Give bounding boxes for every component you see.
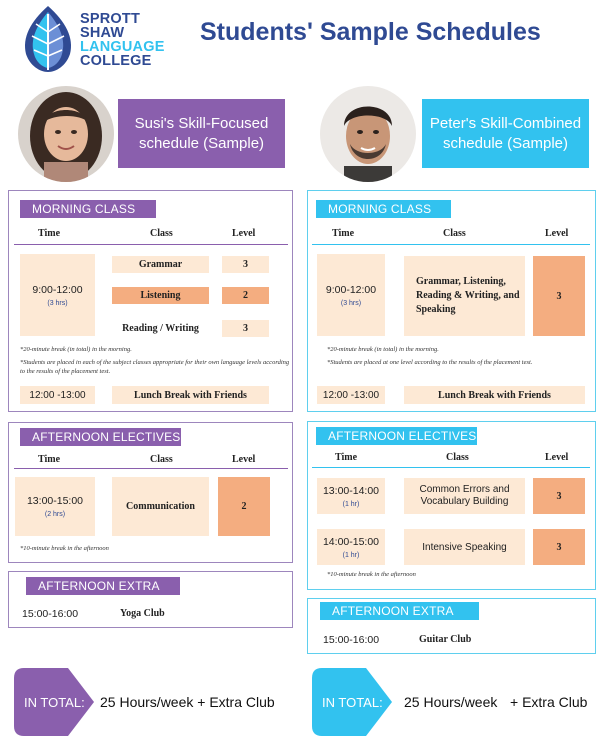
- susi-morning-note-break: *20-minute break (in total) in the morni…: [20, 346, 132, 353]
- college-logo: [18, 4, 178, 76]
- peter-morning-rule: [312, 244, 590, 245]
- leaf-logo-icon: [24, 6, 72, 72]
- peter-afternoon-header-time: Time: [335, 452, 358, 463]
- page-title: Students' Sample Schedules: [200, 18, 541, 46]
- peter-morning-note-break: *20-minute break (in total) in the morni…: [327, 346, 439, 353]
- peter-afternoon-header-level: Level: [545, 452, 569, 463]
- susi-extra-time: 15:00-16:00: [22, 608, 79, 620]
- peter-morning-class: Grammar, Listening, Reading & Writing, a…: [404, 256, 525, 336]
- susi-morning-header-time: Time: [38, 228, 61, 239]
- peter-morning-time-cell: 9:00-12:00 (3 hrs): [317, 254, 385, 336]
- peter-level-intensive-speaking: 3: [533, 529, 585, 565]
- susi-morning-time-cell: 9:00-12:00 (3 hrs): [20, 254, 95, 336]
- peter-avatar: [320, 86, 416, 182]
- peter-afternoon-label: AFTERNOON ELECTIVES: [316, 427, 477, 445]
- susi-total-badge-label: IN TOTAL:: [24, 694, 85, 710]
- peter-morning-header-time: Time: [332, 228, 355, 239]
- susi-morning-rule: [14, 244, 288, 245]
- susi-extra-activity: Yoga Club: [120, 608, 165, 619]
- peter-extra-label: AFTERNOON EXTRA: [320, 602, 479, 620]
- susi-morning-label: MORNING CLASS: [20, 200, 156, 218]
- susi-extra-label: AFTERNOON EXTRA: [26, 577, 180, 595]
- peter-lunch-time: 12:00 -13:00: [317, 386, 385, 404]
- peter-morning-header-class: Class: [443, 228, 466, 239]
- peter-total-extra: + Extra Club: [510, 694, 588, 710]
- susi-total-text: 25 Hours/week + Extra Club: [100, 694, 275, 710]
- susi-class-communication: Communication: [112, 477, 209, 536]
- peter-total-badge: IN TOTAL:: [312, 668, 392, 736]
- susi-level-communication: 2: [218, 477, 270, 536]
- peter-morning-note-placement: *Students are placed at one level accord…: [327, 359, 533, 366]
- peter-total-hours: 25 Hours/week: [404, 694, 498, 710]
- susi-morning-header-class: Class: [150, 228, 173, 239]
- peter-schedule-title: Peter's Skill-Combined schedule (Sample): [422, 99, 589, 168]
- susi-class-listening: Listening: [112, 287, 209, 304]
- peter-class-intensive-speaking: Intensive Speaking: [404, 529, 525, 565]
- peter-morning-level: 3: [533, 256, 585, 336]
- peter-lunch-label: Lunch Break with Friends: [404, 386, 585, 404]
- peter-total-badge-label: IN TOTAL:: [322, 694, 383, 710]
- susi-afternoon-time-cell: 13:00-15:00 (2 hrs): [15, 477, 95, 536]
- peter-afternoon-time-cell-2: 14:00-15:00 (1 hr): [317, 529, 385, 565]
- susi-afternoon-header-time: Time: [38, 454, 61, 465]
- susi-afternoon-label: AFTERNOON ELECTIVES: [20, 428, 181, 446]
- susi-afternoon-header-class: Class: [150, 454, 173, 465]
- susi-class-grammar: Grammar: [112, 256, 209, 273]
- susi-afternoon-note: *10-minute break in the afternoon: [20, 545, 109, 552]
- susi-class-reading-writing: Reading / Writing: [122, 323, 199, 334]
- peter-extra-activity: Guitar Club: [419, 634, 472, 645]
- peter-class-common-errors: Common Errors and Vocabulary Building: [404, 478, 525, 514]
- susi-schedule-title: Susi's Skill-Focused schedule (Sample): [118, 99, 285, 168]
- susi-afternoon-rule: [14, 468, 288, 469]
- peter-level-common-errors: 3: [533, 478, 585, 514]
- peter-morning-header-level: Level: [545, 228, 569, 239]
- susi-avatar: [18, 86, 114, 182]
- susi-level-listening: 2: [222, 287, 269, 304]
- peter-morning-label: MORNING CLASS: [316, 200, 451, 218]
- susi-afternoon-header-level: Level: [232, 454, 256, 465]
- susi-morning-header-level: Level: [232, 228, 256, 239]
- peter-afternoon-note: *10-minute break in the afternoon: [327, 571, 416, 578]
- peter-afternoon-rule: [312, 467, 590, 468]
- susi-total-badge: IN TOTAL:: [14, 668, 94, 736]
- peter-afternoon-header-class: Class: [446, 452, 469, 463]
- logo-wordmark: SPROTT SHAW LANGUAGE COLLEGE: [80, 11, 165, 69]
- susi-lunch-label: Lunch Break with Friends: [112, 386, 269, 404]
- susi-morning-note-placement: *Students are placed in each of the subj…: [20, 359, 290, 375]
- peter-extra-time: 15:00-16:00: [323, 634, 380, 646]
- susi-level-reading-writing: 3: [222, 320, 269, 337]
- peter-afternoon-time-cell-1: 13:00-14:00 (1 hr): [317, 478, 385, 514]
- susi-level-grammar: 3: [222, 256, 269, 273]
- susi-lunch-time: 12:00 -13:00: [20, 386, 95, 404]
